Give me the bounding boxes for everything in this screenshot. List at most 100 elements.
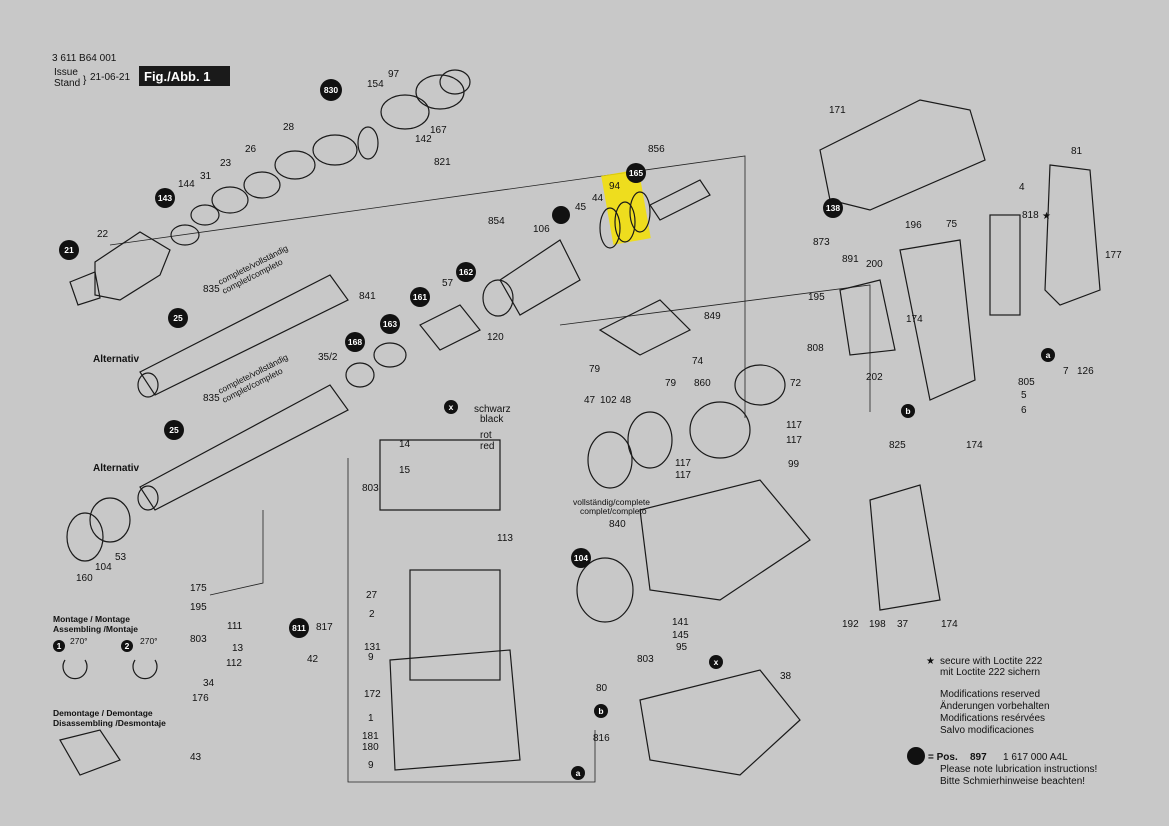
- part-label: 1: [368, 713, 374, 724]
- part-label: 818: [1022, 210, 1039, 221]
- diagram-text: vollständig/complete: [573, 497, 650, 507]
- part-label: 31: [200, 171, 212, 182]
- diagram-shape: [482, 279, 514, 317]
- diagram-shape: [649, 179, 711, 221]
- part-label: 860: [694, 378, 711, 389]
- part-label: 198: [869, 619, 886, 630]
- group-frames: [109, 155, 871, 783]
- diagram-text: a: [576, 768, 581, 778]
- diagram-shape: [66, 512, 104, 562]
- part-label: 75: [946, 219, 958, 230]
- diagram-text: Änderungen vorbehalten: [940, 700, 1050, 712]
- part-label: 175: [190, 583, 207, 594]
- callout-104: [571, 548, 591, 568]
- callout-lube: [552, 206, 570, 224]
- diagram-text: 21: [64, 245, 74, 255]
- part-label: 160: [76, 573, 93, 584]
- chuck-parts: [69, 69, 471, 306]
- part-label: 840: [609, 519, 626, 530]
- part-label: 14: [399, 439, 411, 450]
- disk-callouts: 830 143 21 165 162 161 163 168 25 25 811…: [59, 79, 843, 638]
- diagram-text: 168: [348, 337, 362, 347]
- part-label: 42: [307, 654, 319, 665]
- callout-143: [155, 188, 175, 208]
- diagram-text: 25: [173, 313, 183, 323]
- diagram-text: Salvo modificaciones: [940, 725, 1034, 736]
- middle-parts: [345, 239, 581, 771]
- drill-shafts: [66, 274, 349, 562]
- part-label: 48: [620, 395, 632, 406]
- diagram-text: complet/completo: [580, 506, 647, 516]
- part-label: 825: [889, 440, 906, 451]
- part-label: 95: [676, 642, 688, 653]
- diagram-shape: [211, 186, 249, 214]
- star-icon: ★: [926, 656, 935, 667]
- part-label: 180: [362, 742, 379, 753]
- diagram-text: mit Loctite 222 sichern: [940, 667, 1040, 678]
- diagram-shape: [709, 655, 723, 669]
- callout-25-a: [168, 308, 188, 328]
- diagram-text: Modifications resérvées: [940, 713, 1045, 724]
- issue-date: 21-06-21: [90, 72, 130, 83]
- part-label: 7: [1063, 366, 1069, 377]
- diagram-shape: [689, 401, 751, 459]
- part-label: 873: [813, 237, 830, 248]
- part-label: 141: [672, 617, 689, 628]
- part-label: 34: [203, 678, 215, 689]
- callout-168: [345, 332, 365, 352]
- diagram-shape: [559, 284, 871, 412]
- callout-163: [380, 314, 400, 334]
- part-label: 196: [905, 220, 922, 231]
- diagram-shape: [899, 239, 976, 401]
- part-label: 81: [1071, 146, 1083, 157]
- part-labels: 97 154 28 26 23 31 144 22 167 142 821 85…: [76, 69, 1122, 771]
- part-label: 131: [364, 642, 381, 653]
- part-label: 28: [283, 122, 295, 133]
- part-label: 126: [1077, 366, 1094, 377]
- part-label: 79: [589, 364, 601, 375]
- part-label: 47: [584, 395, 596, 406]
- diagram-shape: [389, 649, 521, 771]
- diagram-shape: [347, 458, 596, 783]
- part-label: 167: [430, 125, 447, 136]
- diagram-text: 162: [459, 267, 473, 277]
- letter-markers: x x a a b b: [444, 348, 1055, 780]
- diagram-text: Montage / Montage: [53, 614, 130, 624]
- diagram-shape: [53, 640, 65, 652]
- diagram-text: = Pos.: [928, 752, 958, 763]
- part-label: 74: [692, 356, 704, 367]
- part-label: 111: [227, 621, 243, 632]
- part-label: 192: [842, 619, 859, 630]
- diagram-text: Please note lubrication instructions!: [940, 764, 1097, 775]
- diagram-shape: [170, 224, 200, 246]
- diagram-shape: [137, 372, 159, 398]
- diagram-shape: [587, 431, 633, 489]
- diagram-text: a: [1046, 350, 1051, 360]
- diagram-shape: [209, 510, 264, 596]
- diagram-text: 830: [324, 85, 338, 95]
- diagram-text: 2: [125, 641, 130, 651]
- part-label: 113: [497, 533, 513, 544]
- diagram-text: b: [905, 406, 910, 416]
- diagram-shape: [627, 411, 673, 469]
- diagram-shape: [989, 214, 1021, 316]
- part-label: 26: [245, 144, 257, 155]
- diagram-shape: [59, 729, 121, 776]
- part-label: 117: [786, 420, 802, 431]
- diagram-shape: [599, 207, 621, 249]
- part-label: 117: [786, 435, 802, 446]
- part-label: 27: [366, 590, 378, 601]
- part-label: 9: [368, 652, 374, 663]
- part-label: 142: [415, 134, 432, 145]
- diagram-shape: [121, 640, 133, 652]
- part-label: 172: [364, 689, 381, 700]
- diagram-shape: [89, 497, 131, 543]
- diagram-shape: [373, 342, 407, 368]
- part-label: 5: [1021, 390, 1027, 401]
- diagram-shape: [409, 569, 501, 681]
- part-label: 195: [808, 292, 825, 303]
- diagram-shape: [869, 484, 941, 611]
- part-label: 803: [362, 483, 379, 494]
- diagram-text: 163: [383, 319, 397, 329]
